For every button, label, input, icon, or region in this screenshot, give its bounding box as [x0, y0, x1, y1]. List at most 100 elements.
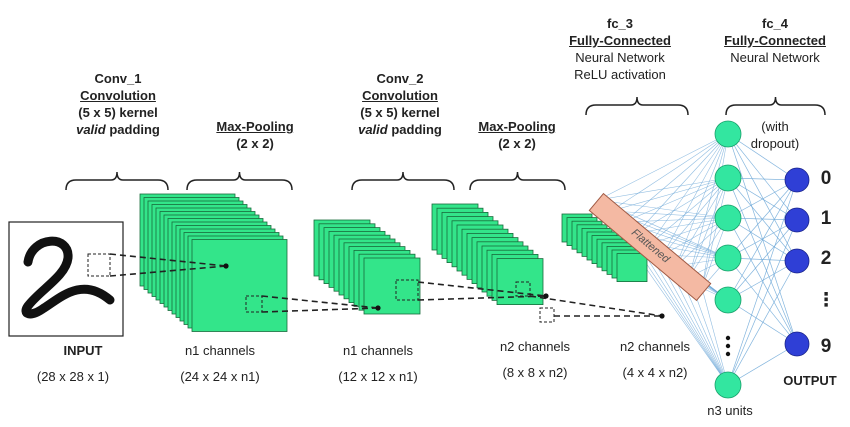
feature-map-stacks: [139, 193, 648, 332]
flatten-conn-4-0: [649, 133, 729, 245]
fc4-dropout-line1: (with: [761, 119, 789, 134]
input-label: INPUT: [63, 343, 103, 358]
fc4-dropout-line2: dropout): [750, 136, 800, 151]
hidden-ellipsis-dot-1: [725, 343, 731, 349]
pool1-type: Max-Pooling: [216, 119, 294, 134]
layer-braces: [65, 96, 826, 191]
output-neuron-0: [784, 167, 810, 193]
guide-line-pool1-top: [417, 281, 547, 297]
conv2-channels: n2 channels: [499, 339, 571, 354]
pool1-channels: n1 channels: [342, 343, 414, 358]
fc4-dropout-note: (with dropout): [735, 118, 815, 152]
flattened-bar: [588, 192, 712, 302]
output-title: OUTPUT: [783, 373, 837, 388]
flatten-conn-3-0: [636, 133, 729, 234]
pool2-feature-maps: [561, 213, 648, 283]
flatten-conn-3-1: [636, 177, 729, 234]
hidden-conn-4-3: [727, 299, 798, 345]
fc3-line2: ReLU activation: [574, 67, 666, 82]
fc3-line1: Neural Network: [575, 50, 665, 65]
hidden-conn-5-0: [727, 179, 798, 386]
pool2-size: (2 x 2): [498, 136, 536, 151]
receptive-field-lines: [109, 253, 665, 323]
hidden-conn-0-0: [727, 133, 798, 181]
conv2-name: Conv_2: [376, 71, 424, 86]
flatten-conn-2-2: [623, 217, 729, 223]
fc4-caption: fc_4 Fully-Connected Neural Network: [710, 15, 840, 66]
conv2-brace: [351, 171, 455, 191]
conv2-feature-maps: [431, 203, 544, 306]
output-neuron-2: [784, 248, 810, 274]
hidden-neuron-1: [714, 164, 742, 192]
flatten-conn-4-1: [649, 177, 729, 245]
output-label-dots: ⋮: [816, 290, 836, 311]
hidden-neuron-0: [714, 120, 742, 148]
guide-dot-1: [375, 305, 381, 311]
fc3-type: Fully-Connected: [569, 33, 671, 48]
hidden-neuron-2: [714, 204, 742, 232]
hidden-conn-2-3: [727, 217, 798, 345]
input-image: [8, 221, 124, 337]
fc4-type: Fully-Connected: [724, 33, 826, 48]
hidden-neuron-4: [714, 286, 742, 314]
pool1-dims: (12 x 12 x n1): [338, 369, 418, 384]
conv1-caption: Conv_1 Convolution (5 x 5) kernel valid …: [48, 70, 188, 138]
fc4-line1: Neural Network: [730, 50, 820, 65]
fc3-brace: [585, 96, 689, 116]
pool2-type: Max-Pooling: [478, 119, 556, 134]
flatten-conn-8-5: [701, 287, 729, 386]
conv1-channels: n1 channels: [184, 343, 256, 358]
conv1-type: Convolution: [80, 88, 156, 103]
output-label-1: 1: [820, 208, 832, 229]
flatten-conn-8-0: [701, 133, 729, 289]
fc4-brace: [725, 96, 826, 116]
flatten-conn-4-2: [649, 217, 729, 245]
conv2-kernel: (5 x 5) kernel: [360, 105, 440, 120]
conv2-type: Convolution: [362, 88, 438, 103]
flatten-conn-1-0: [610, 133, 729, 212]
conv1-name: Conv_1: [94, 71, 142, 86]
pool1-feature-maps: [313, 219, 421, 315]
output-neuron-3: [784, 331, 810, 357]
flatten-conn-8-1: [701, 177, 729, 289]
pool1-kernel-window: [395, 279, 419, 301]
fc4-name: fc_4: [761, 16, 789, 31]
conv1-pool-window: [245, 295, 263, 313]
hidden-ellipsis-dot-0: [725, 335, 731, 341]
pool2-channels: n2 channels: [619, 339, 691, 354]
flatten-conn-0-0: [597, 133, 729, 201]
flatten-conn-1-1: [610, 177, 729, 212]
input-dims: (28 x 28 x 1): [36, 369, 110, 384]
fc3-name: fc_3: [606, 16, 634, 31]
conv1-dims: (24 x 24 x n1): [180, 369, 260, 384]
output-label-2: 2: [820, 248, 832, 269]
output-neuron-1: [784, 207, 810, 233]
flatten-conn-2-0: [623, 133, 729, 223]
hidden-conn-0-1: [727, 133, 798, 221]
flatten-conn-5-0: [662, 133, 729, 256]
conv1-feature-maps: [139, 193, 288, 332]
flatten-conn-7-0: [688, 133, 729, 278]
pool2-caption: Max-Pooling (2 x 2): [462, 118, 572, 152]
flatten-conn-6-1: [675, 177, 729, 267]
conv2-dims: (8 x 8 x n2): [502, 365, 568, 380]
pool2-dims: (4 x 4 x n2): [622, 365, 688, 380]
pool1-brace: [186, 171, 293, 191]
pool2-brace: [469, 171, 566, 191]
output-label-9: 9: [820, 336, 832, 357]
conv1-brace: [65, 171, 169, 191]
hidden-conn-0-2: [727, 133, 798, 262]
conv1-padding: valid padding: [76, 122, 160, 137]
fc3-units: n3 units: [707, 403, 753, 418]
guide-dot-3: [659, 313, 665, 319]
guide-line-pool1-bottom: [417, 295, 547, 301]
flatten-conn-2-1: [623, 177, 729, 223]
conv2-caption: Conv_2 Convolution (5 x 5) kernel valid …: [330, 70, 470, 138]
flatten-conn-1-2: [610, 210, 729, 219]
hidden-conn-5-1: [727, 219, 798, 386]
conv1-kernel: (5 x 5) kernel: [78, 105, 158, 120]
hidden-conn-4-1: [727, 219, 798, 301]
flatten-conn-6-0: [675, 133, 729, 267]
guide-dot-2: [543, 293, 549, 299]
guide-line-conv2-top: [529, 295, 663, 317]
